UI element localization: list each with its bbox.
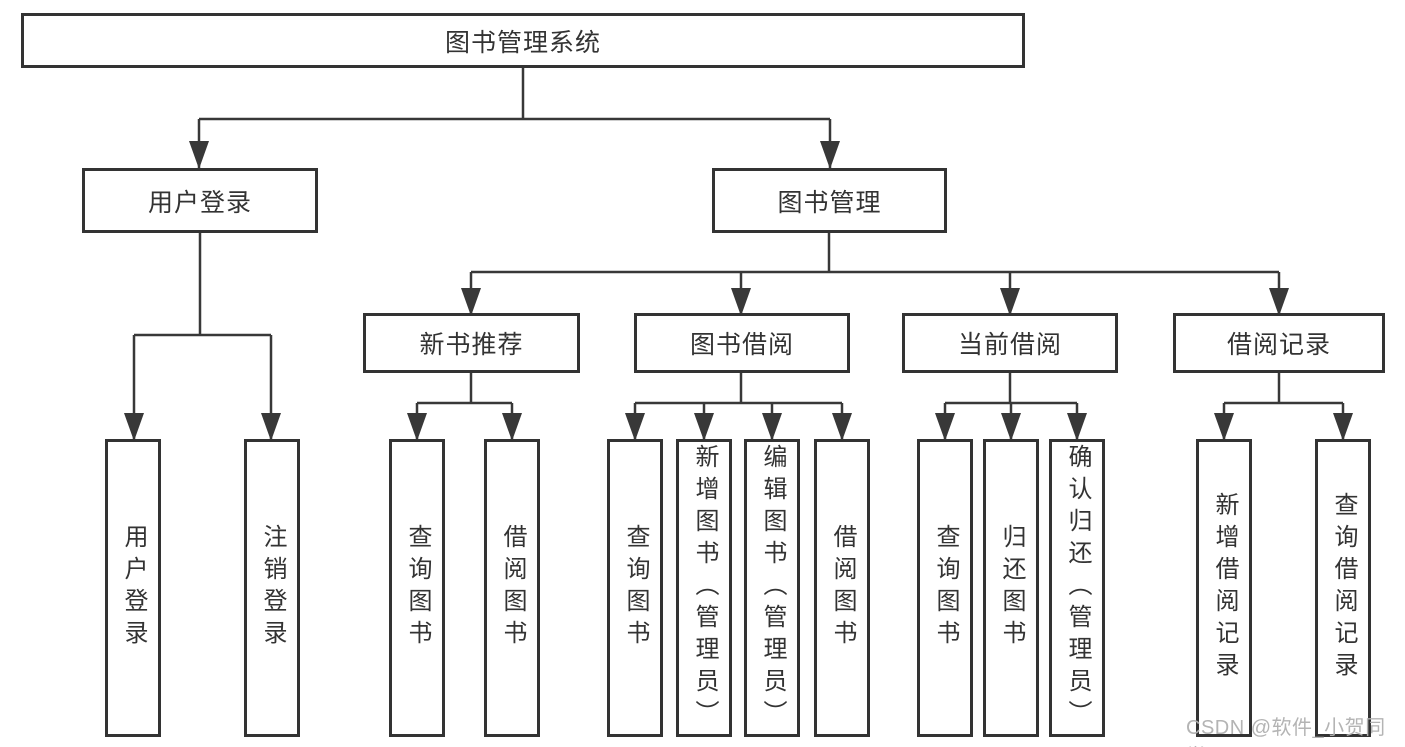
leaf-confirm-return-admin: 确认归还（管理员） (1049, 439, 1105, 737)
edges-root-to-level2 (189, 68, 840, 169)
leaf-borrow-books-1: 借阅图书 (484, 439, 540, 737)
node-label: 查询图书 (404, 524, 431, 652)
node-label: 新书推荐 (419, 331, 524, 359)
leaf-add-borrow-record: 新增借阅记录 (1196, 439, 1252, 737)
node-label: 借阅图书 (499, 524, 526, 652)
node-label: 编辑图书（管理员） (759, 444, 786, 732)
node-current-borrowing: 当前借阅 (902, 313, 1118, 373)
node-label: 借阅记录 (1226, 331, 1331, 359)
edges-new-book-recommend-subtree (407, 373, 522, 441)
node-new-book-recommend: 新书推荐 (363, 313, 580, 373)
edges-book-borrowing-subtree (625, 373, 852, 441)
leaf-logout: 注销登录 (244, 439, 300, 737)
node-label: 图书借阅 (689, 331, 794, 359)
node-label: 借阅图书 (829, 524, 856, 652)
edges-current-borrowing-subtree (935, 373, 1087, 441)
leaf-add-book-admin: 新增图书（管理员） (676, 439, 732, 737)
leaf-query-borrow-record: 查询借阅记录 (1315, 439, 1371, 737)
leaf-return-books: 归还图书 (983, 439, 1039, 737)
csdn-watermark: CSDN @软件_小贺同学 (1186, 717, 1386, 747)
node-label: 用户登录 (120, 524, 147, 652)
node-label: 图书管理系统 (444, 28, 601, 57)
edges-book-management-to-level3 (461, 233, 1289, 316)
edges-user-login-subtree (124, 233, 281, 441)
node-label: 新增图书（管理员） (691, 444, 718, 732)
leaf-query-books-2: 查询图书 (607, 439, 663, 737)
edges-borrowing-records-subtree (1214, 373, 1353, 441)
node-label: 当前借阅 (957, 331, 1062, 359)
node-label: 新增借阅记录 (1211, 492, 1238, 684)
leaf-query-books-3: 查询图书 (917, 439, 973, 737)
node-user-login: 用户登录 (82, 168, 318, 233)
node-book-management: 图书管理 (712, 168, 947, 233)
node-label: 确认归还（管理员） (1064, 444, 1091, 732)
node-label: 查询图书 (622, 524, 649, 652)
leaf-query-books-1: 查询图书 (389, 439, 445, 737)
node-label: 图书管理 (777, 188, 882, 217)
node-label: 查询图书 (932, 524, 959, 652)
node-book-borrowing: 图书借阅 (634, 313, 850, 373)
node-label: 注销登录 (259, 524, 286, 652)
leaf-edit-book-admin: 编辑图书（管理员） (744, 439, 800, 737)
node-label: 查询借阅记录 (1330, 492, 1357, 684)
node-borrowing-records: 借阅记录 (1173, 313, 1385, 373)
node-label: 用户登录 (147, 188, 252, 217)
leaf-user-login: 用户登录 (105, 439, 161, 737)
node-label: 归还图书 (998, 524, 1025, 652)
leaf-borrow-books-2: 借阅图书 (814, 439, 870, 737)
node-root: 图书管理系统 (21, 13, 1025, 68)
